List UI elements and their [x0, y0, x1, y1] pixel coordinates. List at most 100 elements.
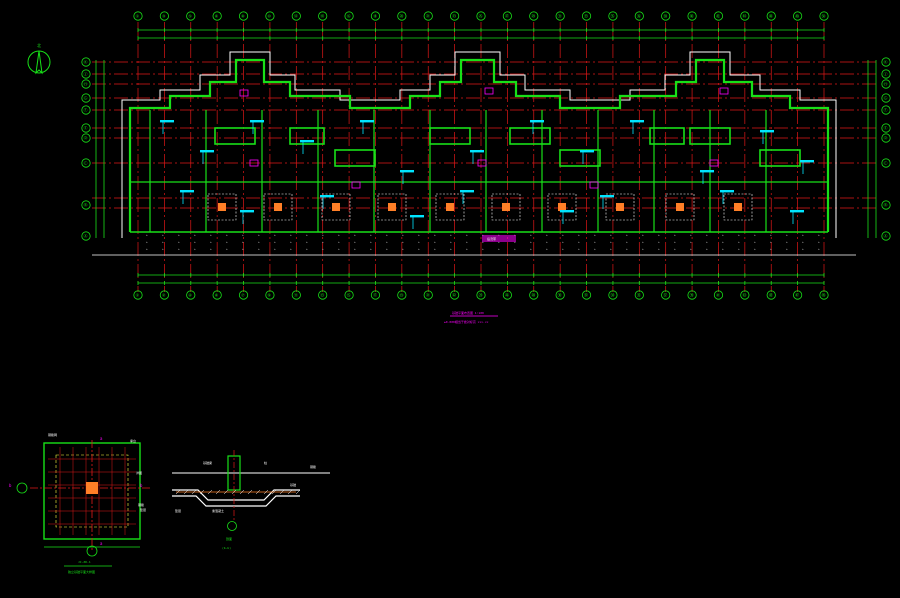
hatch-mark: + [706, 247, 708, 251]
axis-bubble-left-label: Ⓔ [84, 125, 88, 131]
column-pad [218, 203, 226, 211]
wall-line [128, 58, 830, 232]
axis-bubble-top-label: ⑫ [294, 13, 298, 19]
axis-bubble-top [766, 11, 776, 21]
axis-bubble-bottom-label: ⑪ [294, 292, 298, 298]
axis-bubble-top-label: ⑭ [320, 13, 324, 19]
hatch-mark: + [402, 240, 404, 244]
section-footing-bottom [172, 495, 300, 507]
hatch-mark: + [562, 233, 564, 237]
detail-callout-3: 详图 [136, 470, 142, 475]
detail-column [86, 482, 98, 494]
axis-bubble-top-label: ⑯ [347, 13, 351, 19]
plan-title: 基础平面布置图 1:100 [452, 310, 484, 315]
axis-bubble-left [81, 123, 91, 133]
axis-bubble-bottom-label: ㉟ [637, 292, 641, 298]
axis-bubble-bottom [133, 290, 143, 300]
hatch-mark: + [786, 247, 788, 251]
axis-bubble-right [881, 105, 891, 115]
hatch-mark: + [770, 240, 772, 244]
hatch-mark: + [562, 240, 564, 244]
hatch-mark: + [690, 240, 692, 244]
room-partition [289, 127, 325, 145]
annotation-note [180, 190, 194, 193]
magenta-tag [239, 89, 249, 97]
detail-callout-5: 垫层 [140, 507, 146, 512]
hatch-mark: + [802, 240, 804, 244]
room-partition [649, 127, 685, 145]
column-pad [676, 203, 684, 211]
section-hatch [223, 489, 229, 495]
axis-bubble-bottom [608, 290, 618, 300]
column-pad [446, 203, 454, 211]
hatch-mark: + [594, 240, 596, 244]
axis-bubble-top-label: ⑥ [215, 14, 219, 19]
section-callout-4: 垫层 [175, 508, 181, 513]
axis-bubble-right [881, 231, 891, 241]
hatch-mark: + [322, 240, 324, 244]
axis-bubble-bottom [423, 290, 433, 300]
hatch-mark: + [194, 233, 196, 237]
hatch-mark: + [722, 247, 724, 251]
axis-bubble-bottom [581, 290, 592, 300]
axis-bubble-top [159, 11, 169, 21]
axis-bubble-top-label: ⑧ [241, 14, 245, 19]
hatch-mark: + [754, 240, 756, 244]
hatch-mark: + [274, 240, 276, 244]
hatch-mark: + [402, 233, 404, 237]
column-pad [388, 203, 396, 211]
section-hatch [175, 489, 181, 495]
hatch-mark: + [530, 233, 532, 237]
axis-bubble-right-label: Ⓚ [884, 59, 888, 65]
hatch-mark: + [818, 240, 820, 244]
hatch-mark: + [722, 240, 724, 244]
room-partition [214, 127, 256, 145]
hatch-mark: + [226, 233, 228, 237]
annotation-note [530, 120, 544, 123]
hatch-mark: + [146, 233, 148, 237]
axis-bubble-top [529, 11, 539, 21]
hatch-mark: + [146, 240, 148, 244]
footing-outline [723, 193, 753, 221]
hatch-mark: + [722, 233, 724, 237]
section-hatch [295, 489, 301, 495]
column-pad [274, 203, 282, 211]
section-hatch [263, 489, 269, 495]
axis-bubble-bottom-label: ㉖ [505, 292, 509, 298]
axis-bubble-top-label: ㉕ [479, 13, 483, 19]
axis-bubble-bottom-label: ⑥ [215, 293, 219, 298]
axis-bubble-top-label: ⑩ [267, 14, 271, 19]
annotation-note [700, 170, 714, 173]
detail-callout-1: 钢筋网 [48, 432, 57, 437]
axis-bubble-right [881, 133, 891, 143]
room-partition [759, 149, 801, 167]
hatch-mark: + [290, 247, 292, 251]
axis-bubble-bottom [634, 290, 644, 300]
axis-bubble-top-label: ⑤ [188, 14, 192, 19]
hatch-mark: + [802, 247, 804, 251]
hatch-mark: + [162, 247, 164, 251]
post-cast-strip: 后浇带 [482, 235, 516, 242]
north-arrow: 北 [27, 42, 51, 75]
axis-bubble-bottom [318, 290, 328, 300]
magenta-tag [709, 159, 719, 167]
hatch-mark: + [162, 233, 164, 237]
axis-bubble-top-label: ㊳ [663, 13, 667, 19]
axis-bubble-top [740, 11, 750, 21]
axis-bubble-top-label: ㊷ [716, 13, 720, 19]
hatch-mark: + [786, 240, 788, 244]
axis-bubble-right [881, 158, 891, 168]
hatch-mark: + [786, 233, 788, 237]
hatch-mark: + [450, 240, 452, 244]
annotation-note [630, 120, 644, 123]
room-partition [429, 127, 471, 145]
axis-bubble-top [502, 11, 512, 21]
hatch-mark: + [818, 247, 820, 251]
axis-bubble-right [881, 200, 891, 210]
annotation-note [460, 190, 474, 193]
axis-bubble-left [81, 231, 91, 241]
axis-bubble-left [81, 200, 91, 210]
section-callout-2: 柱 [264, 460, 267, 465]
hatch-mark: + [290, 233, 292, 237]
